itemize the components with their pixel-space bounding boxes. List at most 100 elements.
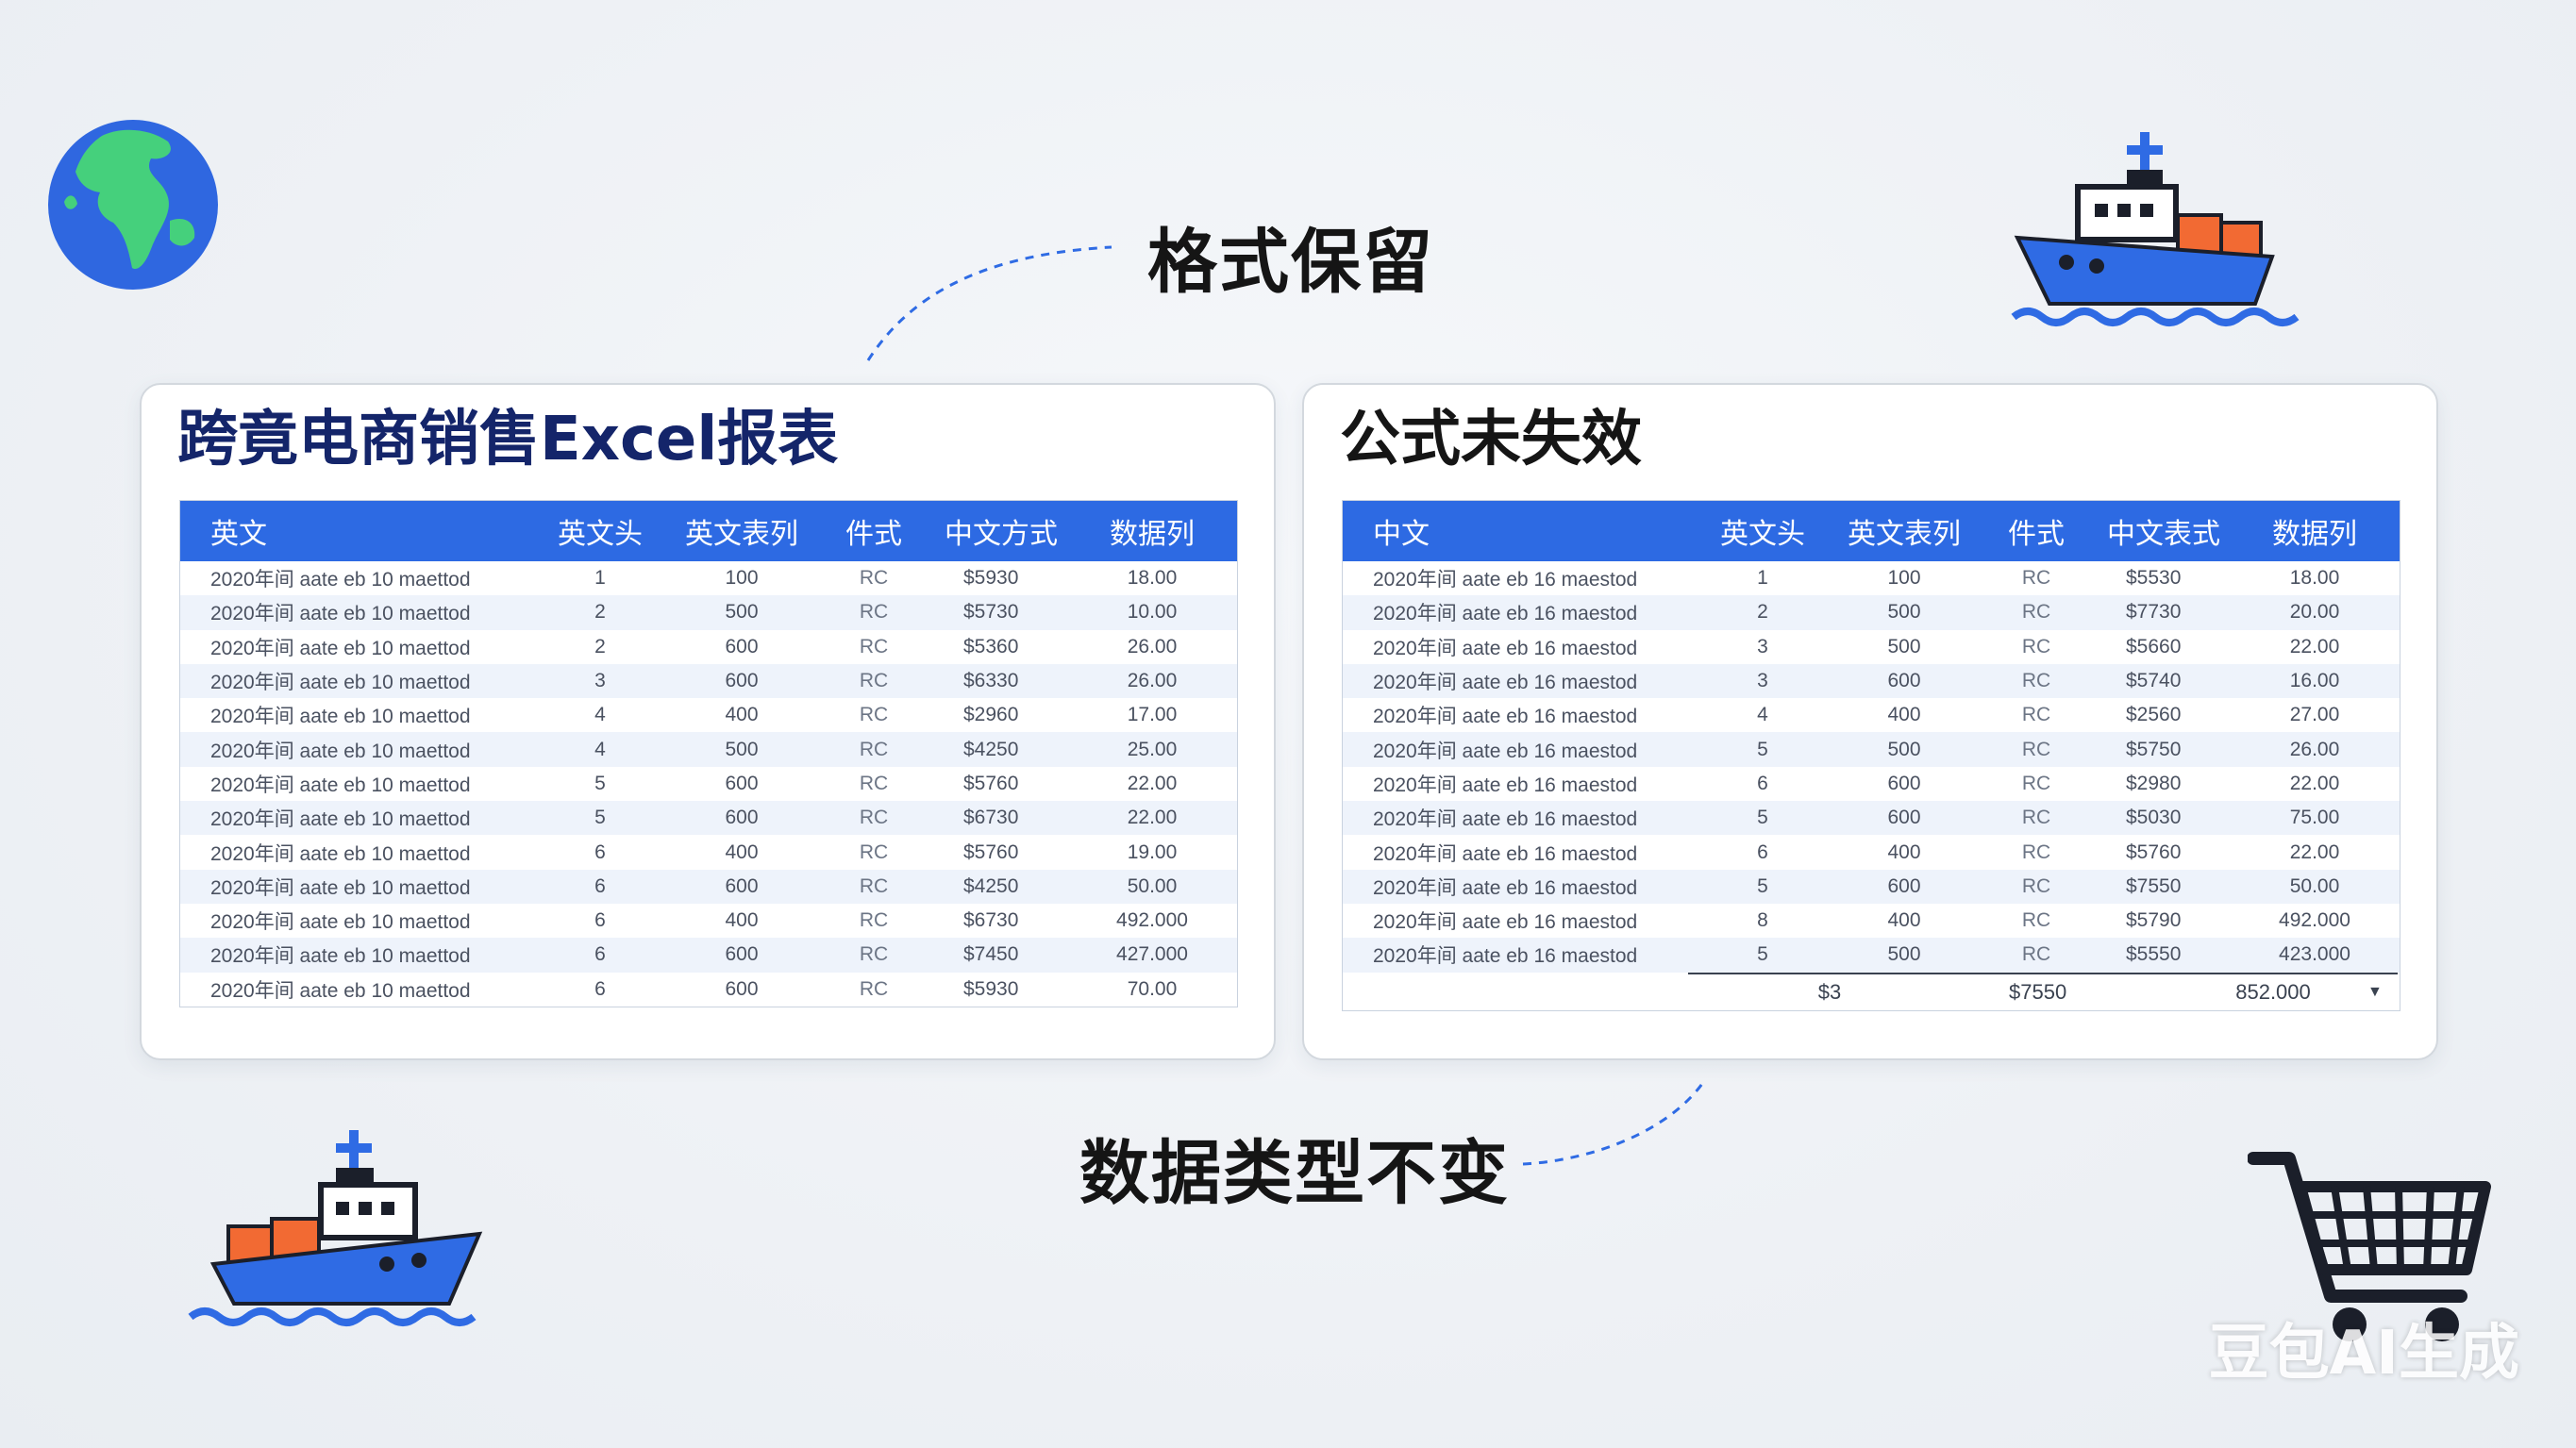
table-cell[interactable]: 22.00 xyxy=(2289,635,2340,657)
table-cell[interactable]: $5760 xyxy=(963,772,1019,794)
table-cell[interactable]: RC xyxy=(859,601,889,624)
table-cell[interactable]: $5730 xyxy=(963,601,1019,624)
table-cell[interactable]: 600 xyxy=(725,772,759,794)
table-cell[interactable]: 400 xyxy=(1887,841,1921,863)
table-cell[interactable]: 6 xyxy=(594,874,606,897)
table-cell[interactable]: $5760 xyxy=(963,841,1019,863)
table-cell[interactable]: 6 xyxy=(594,943,606,966)
table-cell[interactable]: 2 xyxy=(594,601,606,624)
table-cell[interactable]: RC xyxy=(859,807,889,829)
table-cell[interactable]: 2020年间 aate eb 16 maestod xyxy=(1373,569,1638,591)
table-cell[interactable]: 492.000 xyxy=(2279,909,2350,932)
table-cell[interactable]: $7730 xyxy=(2126,601,2182,624)
header-cell[interactable]: 数据列 xyxy=(1110,518,1195,551)
header-cell[interactable]: 中文表式 xyxy=(2107,518,2220,551)
table-cell[interactable]: RC xyxy=(859,635,889,657)
table-cell[interactable]: $5030 xyxy=(2126,807,2182,829)
table-cell[interactable]: RC xyxy=(2021,841,2051,863)
table-cell[interactable]: 5 xyxy=(1757,874,1768,897)
table-cell[interactable]: $2960 xyxy=(963,704,1019,726)
table-cell[interactable]: 492.000 xyxy=(1116,909,1188,932)
table-cell[interactable]: 400 xyxy=(725,704,759,726)
table-cell[interactable]: $4250 xyxy=(963,874,1019,897)
table-cell[interactable]: RC xyxy=(2021,874,2051,897)
table-cell[interactable]: 3 xyxy=(1757,670,1768,692)
table-cell[interactable]: 18.00 xyxy=(1127,567,1178,590)
table-cell[interactable]: 26.00 xyxy=(1127,635,1178,657)
table-cell[interactable]: 2020年间 aate eb 10 maettod xyxy=(210,706,471,728)
table-cell[interactable]: 5 xyxy=(1757,807,1768,829)
table-cell[interactable]: 500 xyxy=(725,601,759,624)
table-cell[interactable]: 2020年间 aate eb 10 maettod xyxy=(210,603,471,625)
table-cell[interactable]: RC xyxy=(2021,772,2051,794)
table-cell[interactable]: 6 xyxy=(594,977,606,1000)
table-cell[interactable]: RC xyxy=(2021,567,2051,590)
table-cell[interactable]: 25.00 xyxy=(1127,738,1178,760)
header-cell[interactable]: 件式 xyxy=(2008,518,2065,551)
table-cell[interactable]: $5750 xyxy=(2126,738,2182,760)
table-cell[interactable]: $2980 xyxy=(2126,772,2182,794)
table-cell[interactable]: 2020年间 aate eb 16 maestod xyxy=(1373,672,1638,694)
table-cell[interactable]: RC xyxy=(859,977,889,1000)
table-cell[interactable]: RC xyxy=(2021,807,2051,829)
header-cell[interactable]: 件式 xyxy=(845,518,902,551)
table-cell[interactable]: 600 xyxy=(1887,874,1921,897)
table-cell[interactable]: $6330 xyxy=(963,670,1019,692)
table-cell[interactable]: RC xyxy=(859,772,889,794)
table-cell[interactable]: 10.00 xyxy=(1127,601,1178,624)
totals-cell[interactable]: 852.000 xyxy=(2235,979,2311,1004)
table-cell[interactable]: 2020年间 aate eb 16 maestod xyxy=(1373,876,1638,899)
table-cell[interactable]: 6 xyxy=(1757,841,1768,863)
table-cell[interactable]: 2020年间 aate eb 16 maestod xyxy=(1373,911,1638,934)
table-cell[interactable]: 600 xyxy=(725,670,759,692)
table-cell[interactable]: RC xyxy=(859,738,889,760)
table-cell[interactable]: 2020年间 aate eb 16 maestod xyxy=(1373,945,1638,968)
table-cell[interactable]: 22.00 xyxy=(1127,772,1178,794)
header-cell[interactable]: 英文表列 xyxy=(685,518,798,551)
table-cell[interactable]: RC xyxy=(2021,670,2051,692)
header-cell[interactable]: 英文头 xyxy=(558,518,643,551)
table-cell[interactable]: 2020年间 aate eb 10 maettod xyxy=(210,842,471,865)
table-cell[interactable]: 4 xyxy=(594,738,606,760)
table-cell[interactable]: 600 xyxy=(725,977,759,1000)
table-cell[interactable]: $6730 xyxy=(963,909,1019,932)
table-cell[interactable]: 2020年间 aate eb 10 maettod xyxy=(210,637,471,659)
table-cell[interactable]: 4 xyxy=(594,704,606,726)
table-cell[interactable]: $6730 xyxy=(963,807,1019,829)
table-cell[interactable]: $5660 xyxy=(2126,635,2182,657)
header-cell[interactable]: 英文表列 xyxy=(1848,518,1961,551)
table-cell[interactable]: 5 xyxy=(1757,943,1768,966)
table-cell[interactable]: 600 xyxy=(1887,807,1921,829)
table-cell[interactable]: 423.000 xyxy=(2279,943,2350,966)
table-cell[interactable]: 1 xyxy=(1757,567,1768,590)
table-cell[interactable]: RC xyxy=(2021,601,2051,624)
table-cell[interactable]: $5550 xyxy=(2126,943,2182,966)
table-cell[interactable]: $5930 xyxy=(963,977,1019,1000)
table-cell[interactable]: RC xyxy=(2021,738,2051,760)
totals-cell[interactable]: $7550 xyxy=(2009,979,2067,1004)
table-cell[interactable]: 19.00 xyxy=(1127,841,1178,863)
table-cell[interactable]: 20.00 xyxy=(2289,601,2340,624)
table-cell[interactable]: 2020年间 aate eb 16 maestod xyxy=(1373,842,1638,865)
table-cell[interactable]: 600 xyxy=(725,874,759,897)
table-cell[interactable]: RC xyxy=(2021,943,2051,966)
header-cell[interactable]: 数据列 xyxy=(2272,518,2357,551)
table-cell[interactable]: 5 xyxy=(1757,738,1768,760)
header-cell[interactable]: 英文 xyxy=(210,518,267,551)
table-cell[interactable]: 16.00 xyxy=(2289,670,2340,692)
table-cell[interactable]: 2020年间 aate eb 10 maettod xyxy=(210,945,471,968)
table-cell[interactable]: 500 xyxy=(725,738,759,760)
table-cell[interactable]: $5930 xyxy=(963,567,1019,590)
table-cell[interactable]: RC xyxy=(2021,909,2051,932)
table-cell[interactable]: 5 xyxy=(594,807,606,829)
table-cell[interactable]: 2020年间 aate eb 10 maettod xyxy=(210,740,471,762)
table-cell[interactable]: 400 xyxy=(1887,909,1921,932)
table-cell[interactable]: 400 xyxy=(1887,704,1921,726)
table-cell[interactable]: 400 xyxy=(725,909,759,932)
table-cell[interactable]: 2020年间 aate eb 10 maettod xyxy=(210,569,471,591)
table-cell[interactable]: $5360 xyxy=(963,635,1019,657)
table-cell[interactable]: 26.00 xyxy=(1127,670,1178,692)
table-cell[interactable]: 2020年间 aate eb 10 maettod xyxy=(210,808,471,831)
table-cell[interactable]: 6 xyxy=(1757,772,1768,794)
table-cell[interactable]: $5760 xyxy=(2126,841,2182,863)
